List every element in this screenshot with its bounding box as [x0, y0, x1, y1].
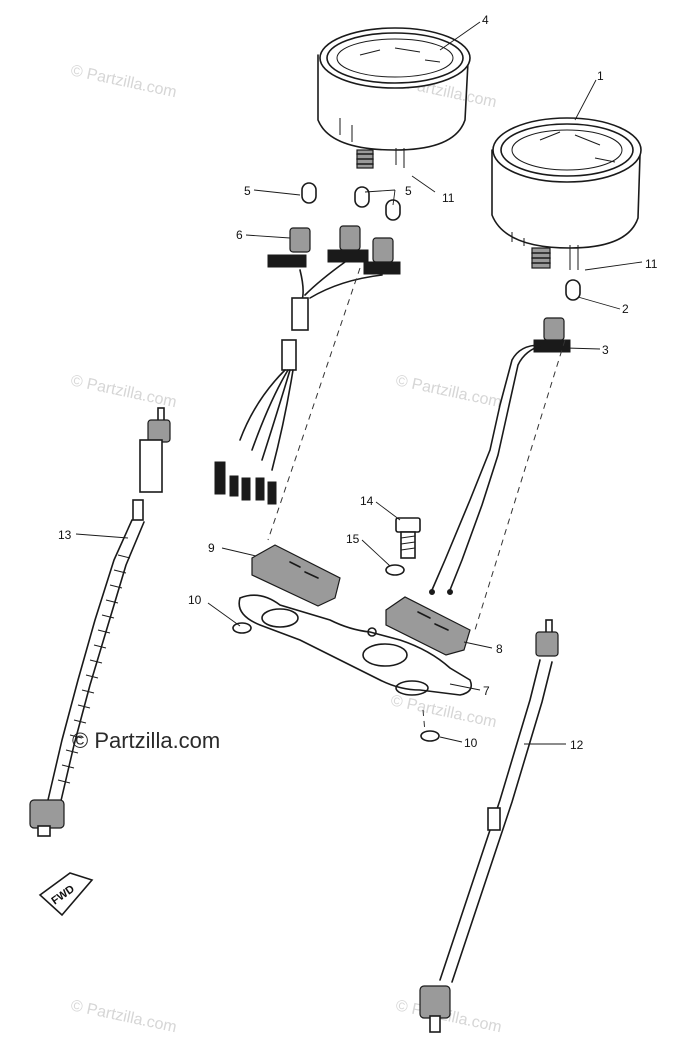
mounting-plate-7 — [238, 594, 473, 696]
washer-15 — [385, 564, 405, 576]
callout-5-left: 5 — [244, 184, 251, 198]
bolt-14 — [395, 517, 421, 559]
watermark-4: © Partzilla.com — [394, 372, 503, 411]
bracket-9 — [251, 544, 341, 607]
cable-12 — [419, 619, 559, 1033]
callout-11-lower: 11 — [645, 257, 658, 271]
callout-13: 13 — [58, 528, 72, 542]
bulb-5-right — [385, 199, 401, 221]
callout-12: 12 — [570, 738, 584, 752]
callouts: 4 1 5 5 6 11 11 2 3 13 14 15 9 10 8 7 10… — [58, 13, 658, 752]
meter-assembly-1 — [491, 117, 642, 270]
bulb-5-left — [301, 182, 317, 204]
callout-9: 9 — [208, 541, 215, 555]
callout-10-left: 10 — [188, 593, 202, 607]
callout-10-right: 10 — [464, 736, 478, 750]
callout-3: 3 — [602, 343, 609, 357]
callout-8: 8 — [496, 642, 503, 656]
callout-1: 1 — [597, 69, 604, 83]
alignment-lines — [267, 267, 566, 733]
grommet-10-left — [232, 622, 252, 634]
callout-7: 7 — [483, 684, 490, 698]
watermark-5: © Partzilla.com — [389, 692, 498, 731]
bulb-5-mid — [354, 186, 370, 208]
callout-15: 15 — [346, 532, 360, 546]
callout-5-right: 5 — [405, 184, 412, 198]
watermark-1: © Partzilla.com — [69, 62, 178, 101]
callout-14: 14 — [360, 494, 374, 508]
callout-11-upper: 11 — [442, 191, 455, 205]
callout-2: 2 — [622, 302, 629, 316]
callout-4: 4 — [482, 13, 489, 27]
left-harness — [214, 182, 401, 505]
right-harness — [429, 279, 581, 595]
callout-6: 6 — [236, 228, 243, 242]
leaders — [75, 21, 643, 745]
watermarks: © Partzilla.com © Partzilla.com © Partzi… — [69, 62, 503, 1036]
bracket-8 — [385, 596, 471, 656]
fwd-indicator: FWD — [38, 872, 94, 917]
grommet-10-right — [420, 730, 440, 742]
bulb-2 — [565, 279, 581, 301]
watermark-6: © Partzilla.com — [69, 997, 178, 1036]
meter-assembly-4 — [317, 27, 471, 169]
watermark-3: © Partzilla.com — [69, 372, 178, 411]
cable-13 — [29, 407, 171, 837]
watermark-center: © Partzilla.com — [72, 728, 220, 753]
